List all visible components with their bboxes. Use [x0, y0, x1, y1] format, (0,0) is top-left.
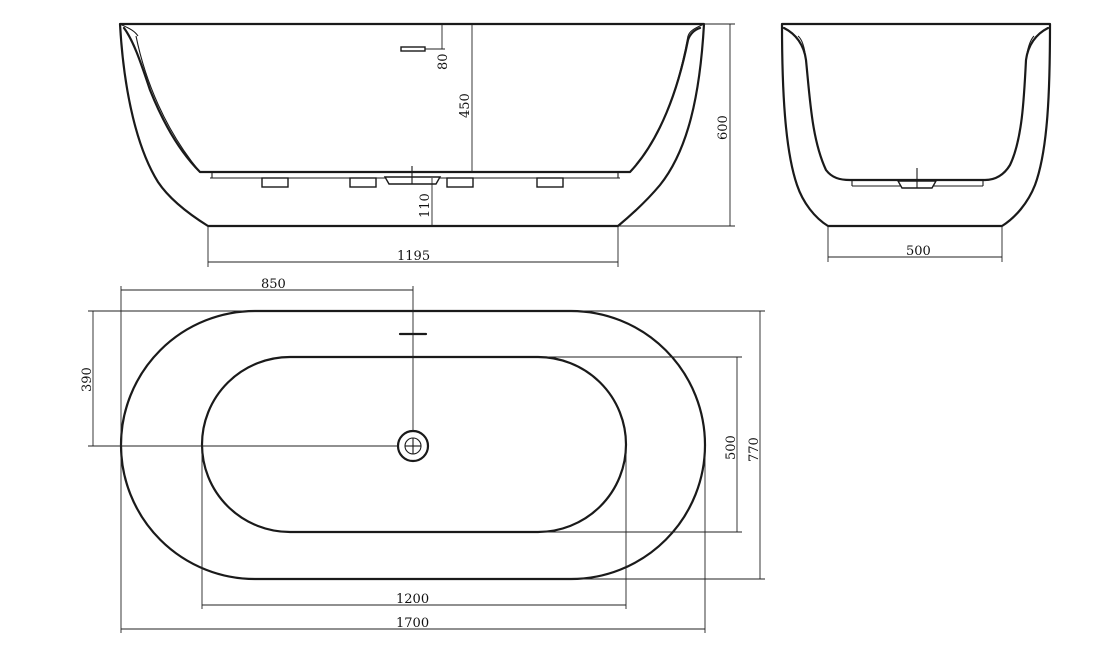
- side-view-outer-shell: [118, 22, 706, 228]
- side-view-inner-wall: [135, 35, 689, 173]
- dim-label-390: 390: [80, 367, 95, 392]
- top-view-inner-bowl: [200, 355, 628, 534]
- top-view: 850 390 500 770 1200 1700: [80, 277, 765, 633]
- side-view: 80 450 110 600 1195: [118, 22, 735, 267]
- side-view-foot-3: [446, 177, 474, 188]
- dim-label-450: 450: [458, 93, 473, 118]
- side-view-overflow: [400, 46, 426, 52]
- end-view-inner-wall: [797, 35, 1035, 61]
- dim-label-80: 80: [436, 53, 451, 70]
- dim-label-500-top: 500: [724, 435, 739, 460]
- dim-label-500-end: 500: [906, 244, 931, 259]
- end-view-inner-bowl: [782, 26, 1050, 182]
- dim-label-1200: 1200: [396, 592, 429, 607]
- dim-label-850: 850: [261, 277, 286, 292]
- side-view-foot-4: [536, 177, 564, 188]
- dim-label-600: 600: [716, 115, 731, 140]
- dim-label-110: 110: [418, 193, 433, 218]
- side-view-rim: [119, 23, 705, 37]
- dim-label-1700: 1700: [396, 616, 429, 631]
- end-view: 500: [780, 22, 1052, 262]
- end-view-outer-shell: [780, 22, 1052, 228]
- side-view-foot-1: [261, 177, 289, 188]
- dim-label-770: 770: [747, 437, 762, 462]
- dim-label-1195: 1195: [397, 249, 430, 264]
- side-view-foot-2: [349, 177, 377, 188]
